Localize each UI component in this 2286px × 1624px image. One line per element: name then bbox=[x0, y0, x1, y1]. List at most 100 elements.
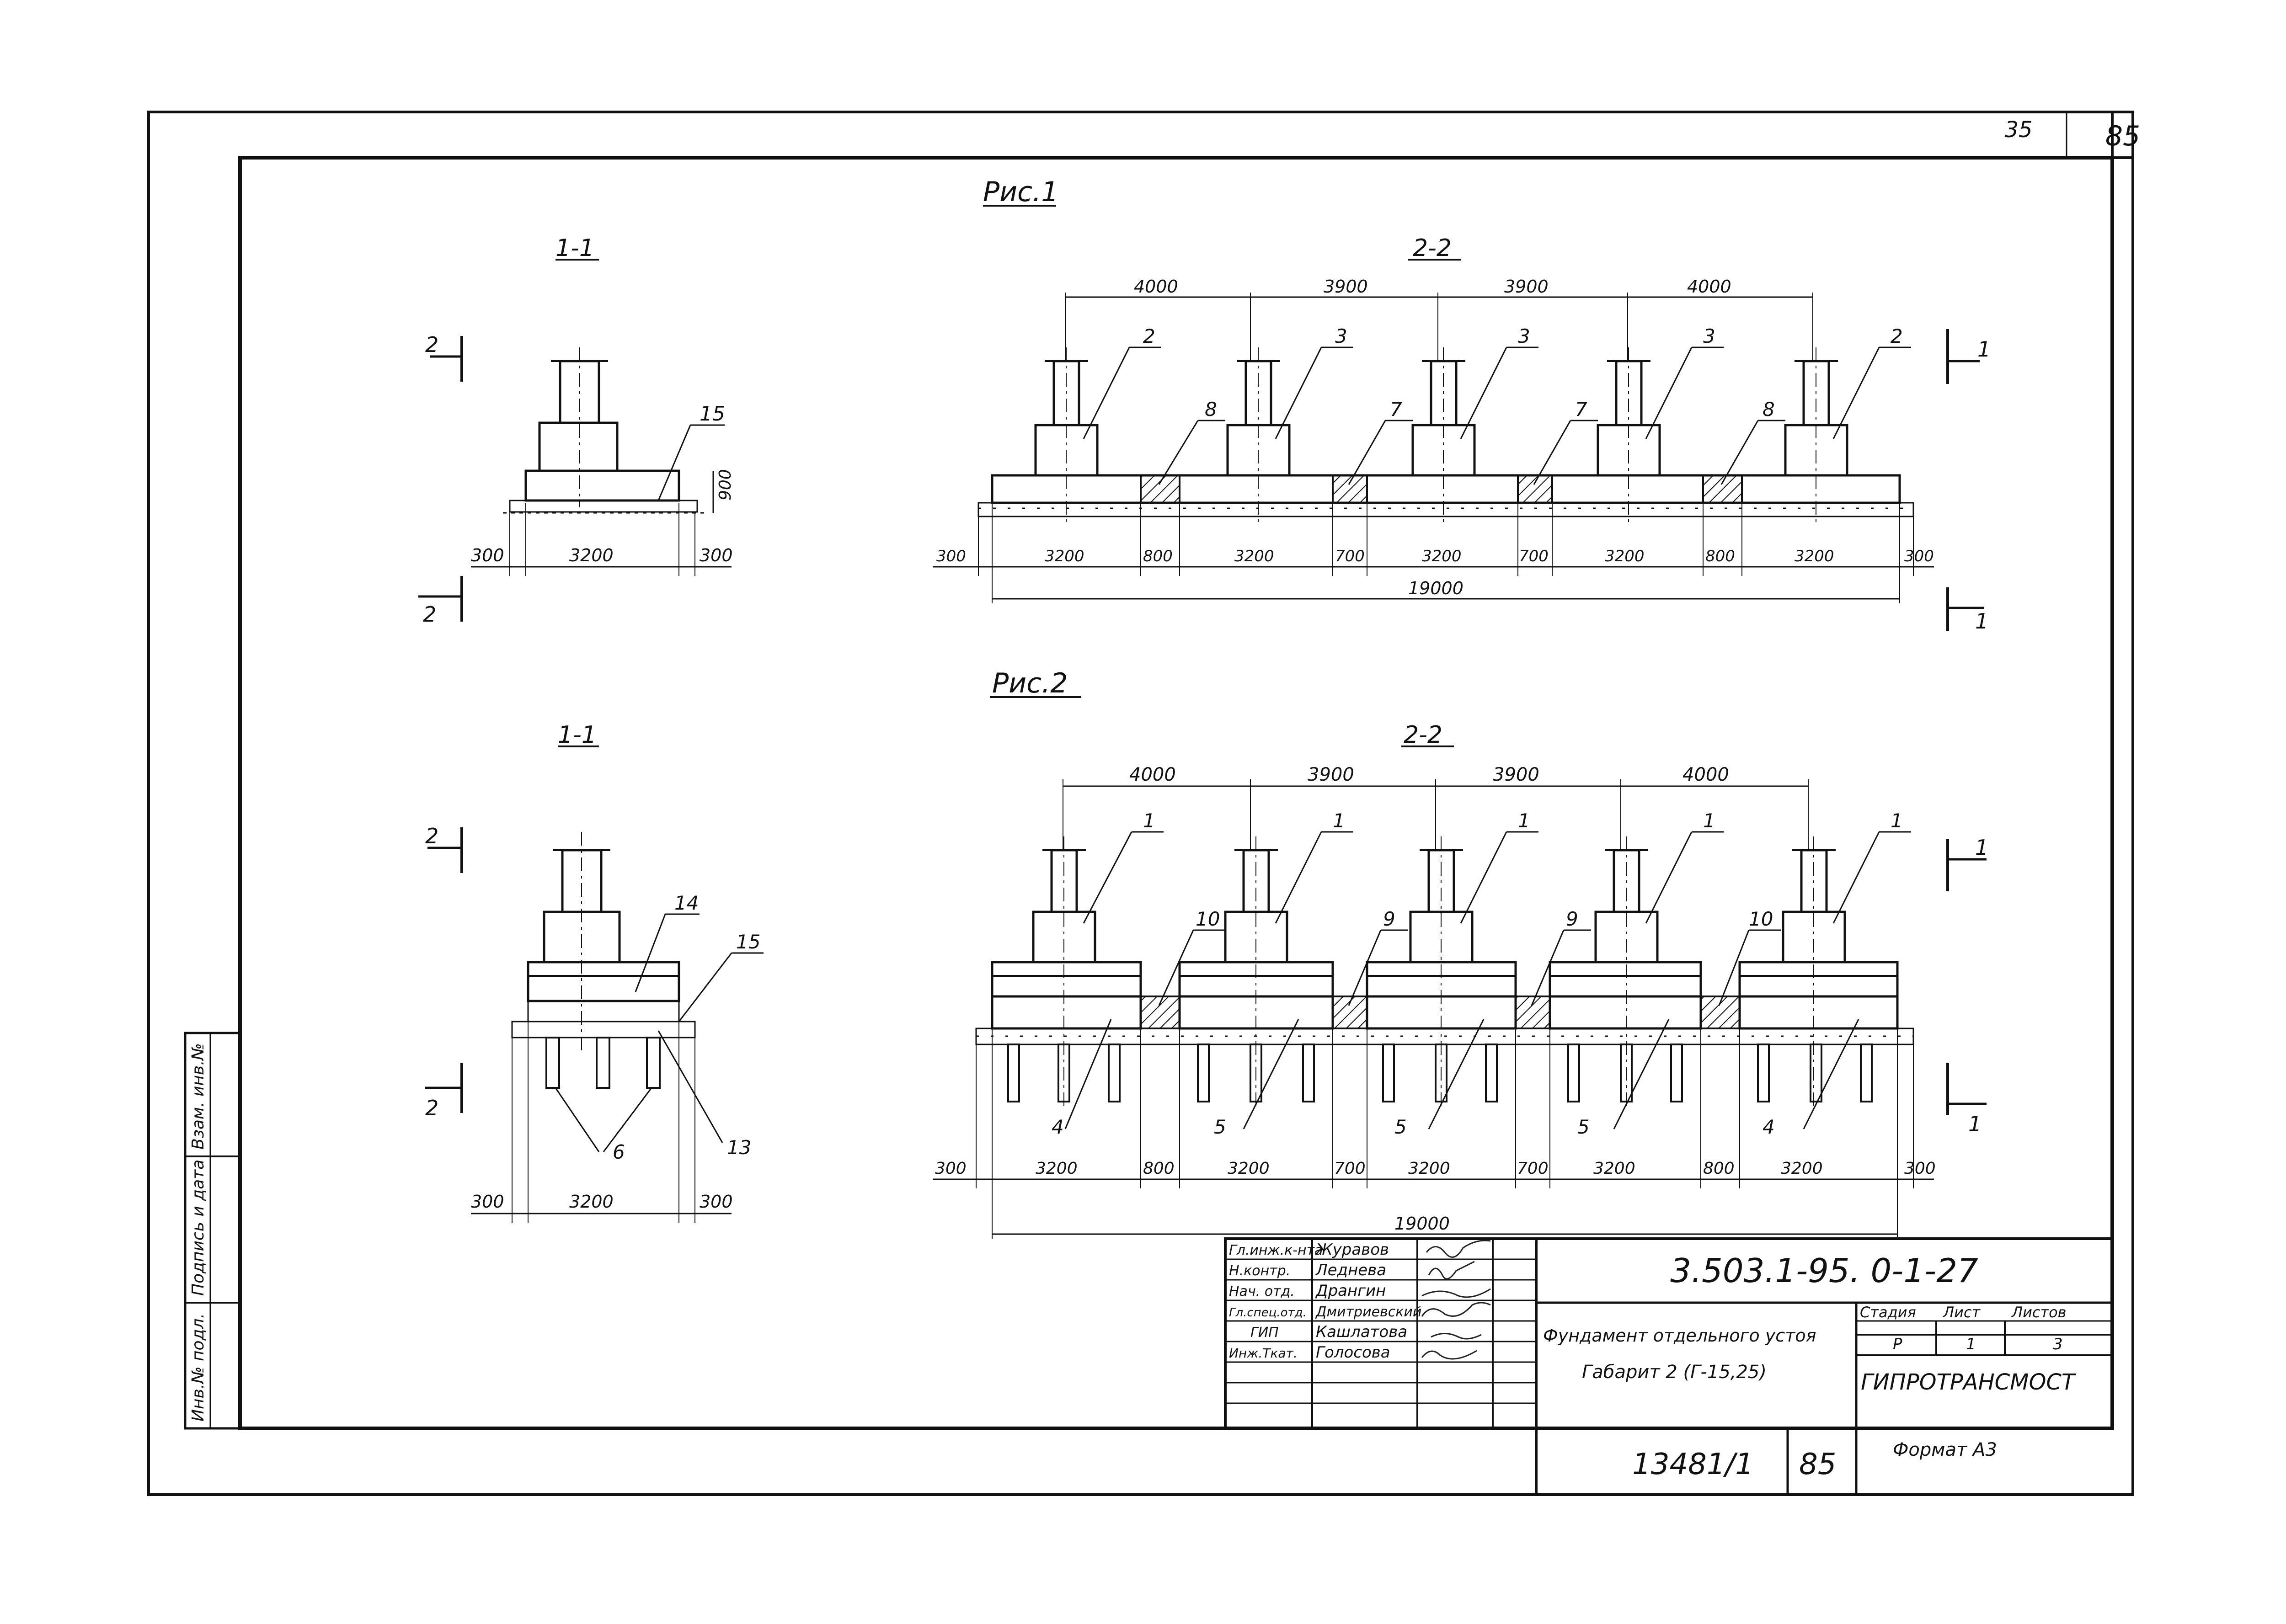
fig2-unit-4 bbox=[1549, 836, 1702, 1106]
fig1-s22-top-dim-2: 3900 bbox=[1324, 277, 1368, 297]
fig1-s22-marker-bottom: 1 bbox=[1975, 609, 1988, 634]
fig1-s11-dim-left: 300 bbox=[471, 545, 504, 565]
fig2-s22-top-dim-4: 4000 bbox=[1682, 764, 1729, 785]
tb-inventory: 13481/1 bbox=[1632, 1448, 1754, 1481]
fig1-s22-bot-dim-8: 3200 bbox=[1605, 547, 1645, 565]
fig1-s22-callout-j4: 8 bbox=[1763, 398, 1775, 421]
fig2-s22-marker-bottom: 1 bbox=[1968, 1112, 1982, 1136]
fig2-s11-marker-bottom: 2 bbox=[425, 1096, 438, 1120]
tb-name-6: Голосова bbox=[1316, 1343, 1390, 1362]
tb-sheets: 3 bbox=[2053, 1335, 2063, 1353]
fig2-s11-callout-14: 14 bbox=[674, 892, 699, 914]
fig2-s22-callout-p4: 5 bbox=[1577, 1116, 1590, 1138]
fig2-s22-top-dim-3: 3900 bbox=[1493, 764, 1539, 785]
left-strip: Инв.№ подл. Подпись и дата Взам. инв.№ bbox=[184, 1032, 241, 1430]
fig2-s22-top-dim-1: 4000 bbox=[1129, 764, 1176, 785]
fig2-s22-callout-p2: 5 bbox=[1214, 1116, 1226, 1138]
fig1-s22-total: 19000 bbox=[1408, 578, 1463, 598]
fig2-s22-bot-dim-1: 300 bbox=[935, 1159, 967, 1178]
fig2-s22-callout-p3: 5 bbox=[1394, 1116, 1407, 1138]
fig2-s11-label: 1-1 bbox=[558, 721, 597, 749]
fig1-s22-callout-c1: 2 bbox=[1143, 325, 1155, 347]
fig1-s22-callout-c2: 3 bbox=[1335, 325, 1347, 347]
fig2-s22-bot-dim-10: 3200 bbox=[1781, 1159, 1823, 1178]
fig2-s11-dim-left: 300 bbox=[471, 1192, 504, 1212]
fig1-s22-marker-top: 1 bbox=[1977, 337, 1991, 362]
old-page-number: 35 bbox=[2004, 117, 2032, 143]
tb-role-6: Инж.Ткат. bbox=[1229, 1346, 1298, 1361]
fig2-unit-3 bbox=[1366, 836, 1517, 1106]
tb-organization: ГИПРОТРАНСМОСТ bbox=[1861, 1369, 2077, 1395]
fig2-s22-callout-c1: 1 bbox=[1143, 809, 1155, 832]
fig1-s22-callout-j3: 7 bbox=[1575, 398, 1587, 421]
fig2-s22-total: 19000 bbox=[1394, 1214, 1450, 1234]
tb-sheet: 1 bbox=[1966, 1335, 1976, 1353]
tb-role-4: Гл.спец.отд. bbox=[1229, 1306, 1307, 1320]
tb-sheet-header: Лист bbox=[1943, 1304, 1981, 1321]
strip-field-replacement: Взам. инв.№ bbox=[189, 1043, 208, 1150]
fig1-s22-bot-dim-1: 300 bbox=[936, 547, 966, 565]
fig1-joint-4 bbox=[1702, 474, 1743, 504]
fig2-s11-callout-15: 15 bbox=[736, 931, 760, 953]
fig1-s22-bot-dim-5: 700 bbox=[1335, 547, 1365, 565]
fig1-s22-bot-dim-10: 3200 bbox=[1795, 547, 1834, 565]
tb-name-1: Журавов bbox=[1315, 1241, 1389, 1259]
fig2-s22-callout-c4: 1 bbox=[1703, 809, 1715, 832]
fig1-column-3 bbox=[1411, 347, 1476, 526]
fig1-title: Рис.1 bbox=[983, 176, 1058, 208]
fig2-s22-callout-p5: 4 bbox=[1763, 1116, 1775, 1138]
fig1-s22-bot-dim-3: 800 bbox=[1143, 547, 1173, 565]
fig1-column-2 bbox=[1226, 347, 1291, 526]
fig1-s22-callout-c3: 3 bbox=[1518, 325, 1530, 347]
fig1-column-1 bbox=[1034, 347, 1099, 526]
fig1-s11-dim-right: 300 bbox=[700, 545, 733, 565]
tb-sheets-header: Листов bbox=[2011, 1304, 2067, 1321]
tb-name-4: Дмитриевский bbox=[1315, 1304, 1421, 1320]
fig2-unit-2 bbox=[1178, 836, 1334, 1106]
tb-description-1: Фундамент отдельного устоя bbox=[1543, 1326, 1816, 1346]
fig1-s22-bot-dim-6: 3200 bbox=[1422, 547, 1462, 565]
fig1-s22-callout-c4: 3 bbox=[1703, 325, 1715, 347]
tb-role-1: Гл.инж.к-нта bbox=[1229, 1242, 1323, 1258]
fig1-column-4 bbox=[1597, 347, 1661, 526]
fig2-s22-callout-p1: 4 bbox=[1052, 1116, 1064, 1138]
fig1-s11-marker-top: 2 bbox=[425, 332, 438, 357]
fig2-s22-marker-top: 1 bbox=[1975, 835, 1988, 860]
sheet-frame bbox=[147, 111, 2134, 1496]
fig1-section-1-1: 1-1 15 900 300 3200 300 2 2 bbox=[418, 234, 735, 627]
fig2-s22-callout-j2: 9 bbox=[1383, 908, 1395, 930]
tb-role-2: Н.контр. bbox=[1229, 1263, 1290, 1279]
fig2-s22-top-dim-2: 3900 bbox=[1308, 764, 1354, 785]
fig1-joint-1 bbox=[1140, 474, 1180, 504]
fig2-s11-callout-6: 6 bbox=[613, 1141, 625, 1163]
signatures bbox=[1421, 1240, 1491, 1360]
tb-description-2: Габарит 2 (Г-15,25) bbox=[1582, 1362, 1767, 1383]
tb-stage-header: Стадия bbox=[1860, 1304, 1916, 1321]
fig1-s22-bot-dim-11: 300 bbox=[1904, 547, 1934, 565]
fig1-s22-bot-dim-4: 3200 bbox=[1234, 547, 1274, 565]
fig1-s11-callout-15: 15 bbox=[700, 402, 725, 426]
fig2-unit-1 bbox=[991, 836, 1142, 1106]
tb-designation: 3.503.1-95. 0-1-27 bbox=[1670, 1251, 1978, 1290]
fig1-s22-label: 2-2 bbox=[1413, 234, 1452, 262]
fig1-joint-2 bbox=[1332, 474, 1368, 504]
fig1-s22-callout-j2: 7 bbox=[1390, 398, 1402, 421]
fig2-s22-bot-dim-5: 700 bbox=[1334, 1159, 1366, 1178]
fig2-s22-callout-c2: 1 bbox=[1333, 809, 1345, 832]
fig1-joint-3 bbox=[1517, 474, 1553, 504]
fig1-s11-label: 1-1 bbox=[555, 234, 594, 262]
fig2-s22-bot-dim-3: 800 bbox=[1143, 1159, 1175, 1178]
tb-role-5: ГИП bbox=[1250, 1325, 1279, 1341]
fig2-s22-callout-c3: 1 bbox=[1518, 809, 1530, 832]
page-number: 85 bbox=[2105, 120, 2140, 152]
fig1-column-5 bbox=[1784, 347, 1848, 526]
fig1-s22-top-dim-4: 4000 bbox=[1687, 277, 1731, 297]
fig1-s22-top-dim-3: 3900 bbox=[1504, 277, 1549, 297]
fig2-s22-callout-j3: 9 bbox=[1566, 908, 1578, 930]
fig2-s22-callout-c5: 1 bbox=[1891, 809, 1903, 832]
fig1-s22-bot-dim-2: 3200 bbox=[1045, 547, 1084, 565]
fig1-s22-bot-dim-9: 800 bbox=[1705, 547, 1735, 565]
fig1-s11-dim-height: 900 bbox=[716, 469, 735, 501]
fig1-s11-dim-main: 3200 bbox=[569, 545, 614, 565]
